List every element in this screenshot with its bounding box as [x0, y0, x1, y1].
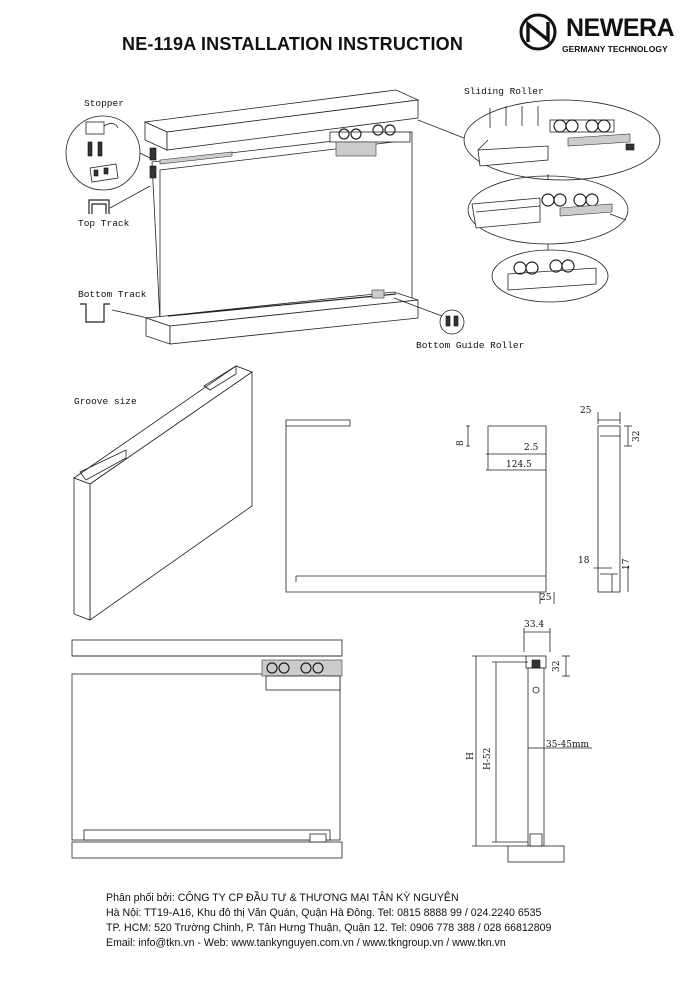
bottom-guide-roller-detail — [393, 297, 465, 335]
dim-door-height: H-52 — [483, 747, 493, 770]
distributor-info: Phân phối bởi: CÔNG TY CP ĐẦU TƯ & THƯƠN… — [106, 891, 551, 951]
dim-side-height: 32 — [632, 430, 642, 442]
dim-bottom-width: 25 — [540, 593, 552, 603]
footer-line-hanoi: Hà Nội: TT19-A16, Khu đô thị Văn Quán, Q… — [106, 907, 542, 919]
label-bottom-guide-roller: Bottom Guide Roller — [416, 340, 525, 351]
dim-track-width: 33.4 — [524, 620, 545, 630]
top-track-profile — [88, 199, 110, 214]
dim-bottom-groove-height: 17 — [622, 558, 632, 570]
front-assembly-elevation — [71, 639, 343, 859]
label-bottom-track: Bottom Track — [78, 289, 147, 300]
dim-overall-height: H — [466, 752, 476, 760]
brand-name: NEWERA — [566, 14, 675, 42]
assembly-drawing — [143, 89, 420, 345]
sliding-roller-detail-3 — [491, 249, 609, 303]
label-top-track: Top Track — [78, 218, 130, 229]
sliding-roller-detail-2 — [467, 175, 629, 245]
footer-line-distributor: Phân phối bởi: CÔNG TY CP ĐẦU TƯ & THƯƠN… — [106, 892, 459, 904]
groove-front-elevation — [285, 419, 555, 604]
section-view — [472, 628, 592, 863]
dim-door-thickness: 35-45mm — [546, 740, 590, 750]
brand-tagline: GERMANY TECHNOLOGY — [562, 44, 668, 54]
page-title: NE-119A INSTALLATION INSTRUCTION — [122, 34, 464, 54]
sliding-roller-detail-1 — [417, 99, 661, 181]
dim-groove-length: 124.5 — [506, 460, 532, 470]
label-groove-size: Groove size — [74, 396, 137, 407]
groove-door-3d — [73, 365, 253, 621]
newera-logo-icon — [519, 13, 557, 51]
footer-line-contact: Email: info@tkn.vn - Web: www.tankynguye… — [106, 937, 506, 949]
dim-side-width: 25 — [580, 406, 592, 416]
top-rollers — [329, 124, 411, 157]
label-stopper: Stopper — [84, 98, 124, 109]
groove-side-profile — [594, 412, 632, 593]
stopper-detail — [65, 115, 151, 191]
dim-inset: 2.5 — [524, 443, 539, 453]
dim-bottom-groove-width: 18 — [578, 556, 590, 566]
bottom-track-profile — [80, 303, 110, 323]
footer-line-hcm: TP. HCM: 520 Trường Chinh, P. Tân Hưng T… — [106, 922, 552, 934]
label-sliding-roller: Sliding Roller — [464, 86, 544, 97]
dim-top-depth: 8 — [456, 440, 466, 446]
dim-track-height: 32 — [552, 660, 562, 672]
